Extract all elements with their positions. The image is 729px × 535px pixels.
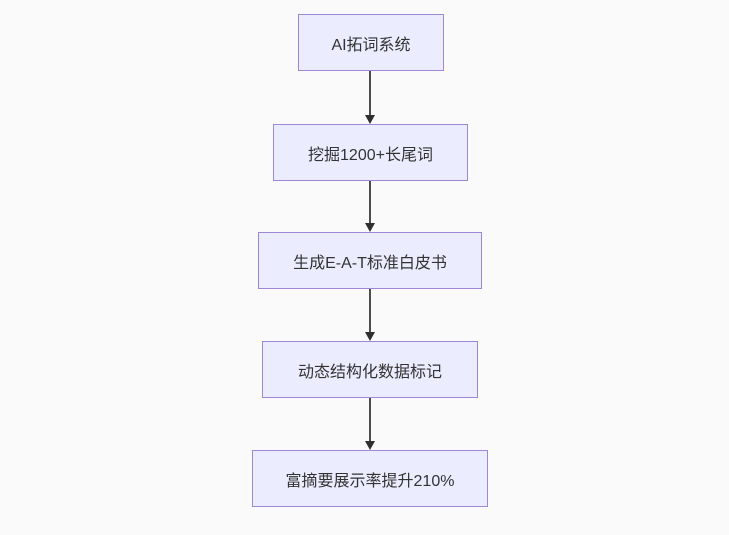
flow-node-rich-snippet-result: 富摘要展示率提升210% — [252, 450, 488, 507]
flow-arrow — [365, 398, 375, 450]
arrowhead-icon — [365, 223, 375, 232]
flow-node-eat-whitepaper: 生成E-A-T标准白皮书 — [258, 232, 482, 289]
flow-node-structured-data-markup: 动态结构化数据标记 — [262, 341, 478, 398]
flow-node-label: 挖掘1200+长尾词 — [308, 146, 433, 164]
arrowhead-icon — [365, 441, 375, 450]
flow-node-longtail-mining: 挖掘1200+长尾词 — [273, 124, 468, 181]
flow-node-label: AI拓词系统 — [331, 36, 411, 54]
arrow-line — [369, 181, 371, 223]
flow-node-label: 生成E-A-T标准白皮书 — [293, 254, 447, 272]
arrow-line — [369, 71, 371, 115]
arrow-line — [369, 289, 371, 332]
arrow-line — [369, 398, 371, 441]
arrowhead-icon — [365, 115, 375, 124]
flow-arrow — [365, 181, 375, 232]
flow-node-ai-word-expansion: AI拓词系统 — [298, 14, 444, 71]
flow-arrow — [365, 71, 375, 124]
arrowhead-icon — [365, 332, 375, 341]
flow-arrow — [365, 289, 375, 341]
flow-node-label: 动态结构化数据标记 — [297, 363, 442, 381]
flow-node-label: 富摘要展示率提升210% — [285, 472, 455, 490]
